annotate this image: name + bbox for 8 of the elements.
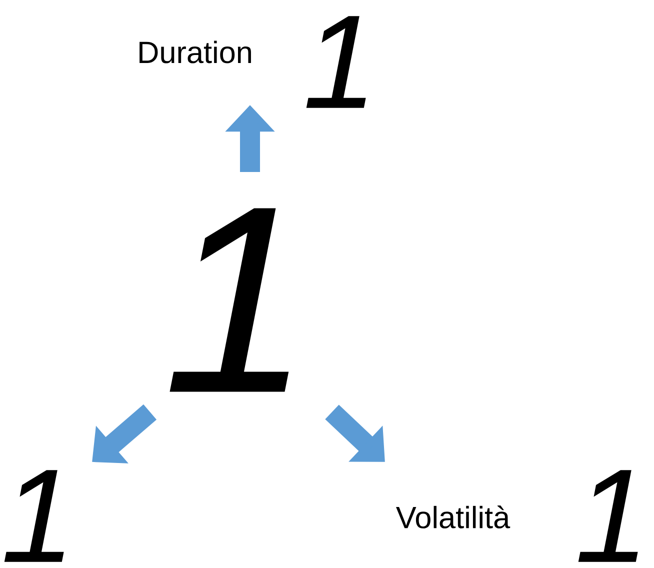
label: Volatilità [396, 506, 510, 528]
block-arrow [325, 404, 385, 462]
block-arrow [92, 404, 157, 464]
label: Duration [140, 40, 251, 64]
number: 1 [4, 470, 64, 562]
number: 1 [306, 16, 366, 108]
number: 1 [170, 208, 289, 392]
number: 1 [578, 470, 638, 562]
